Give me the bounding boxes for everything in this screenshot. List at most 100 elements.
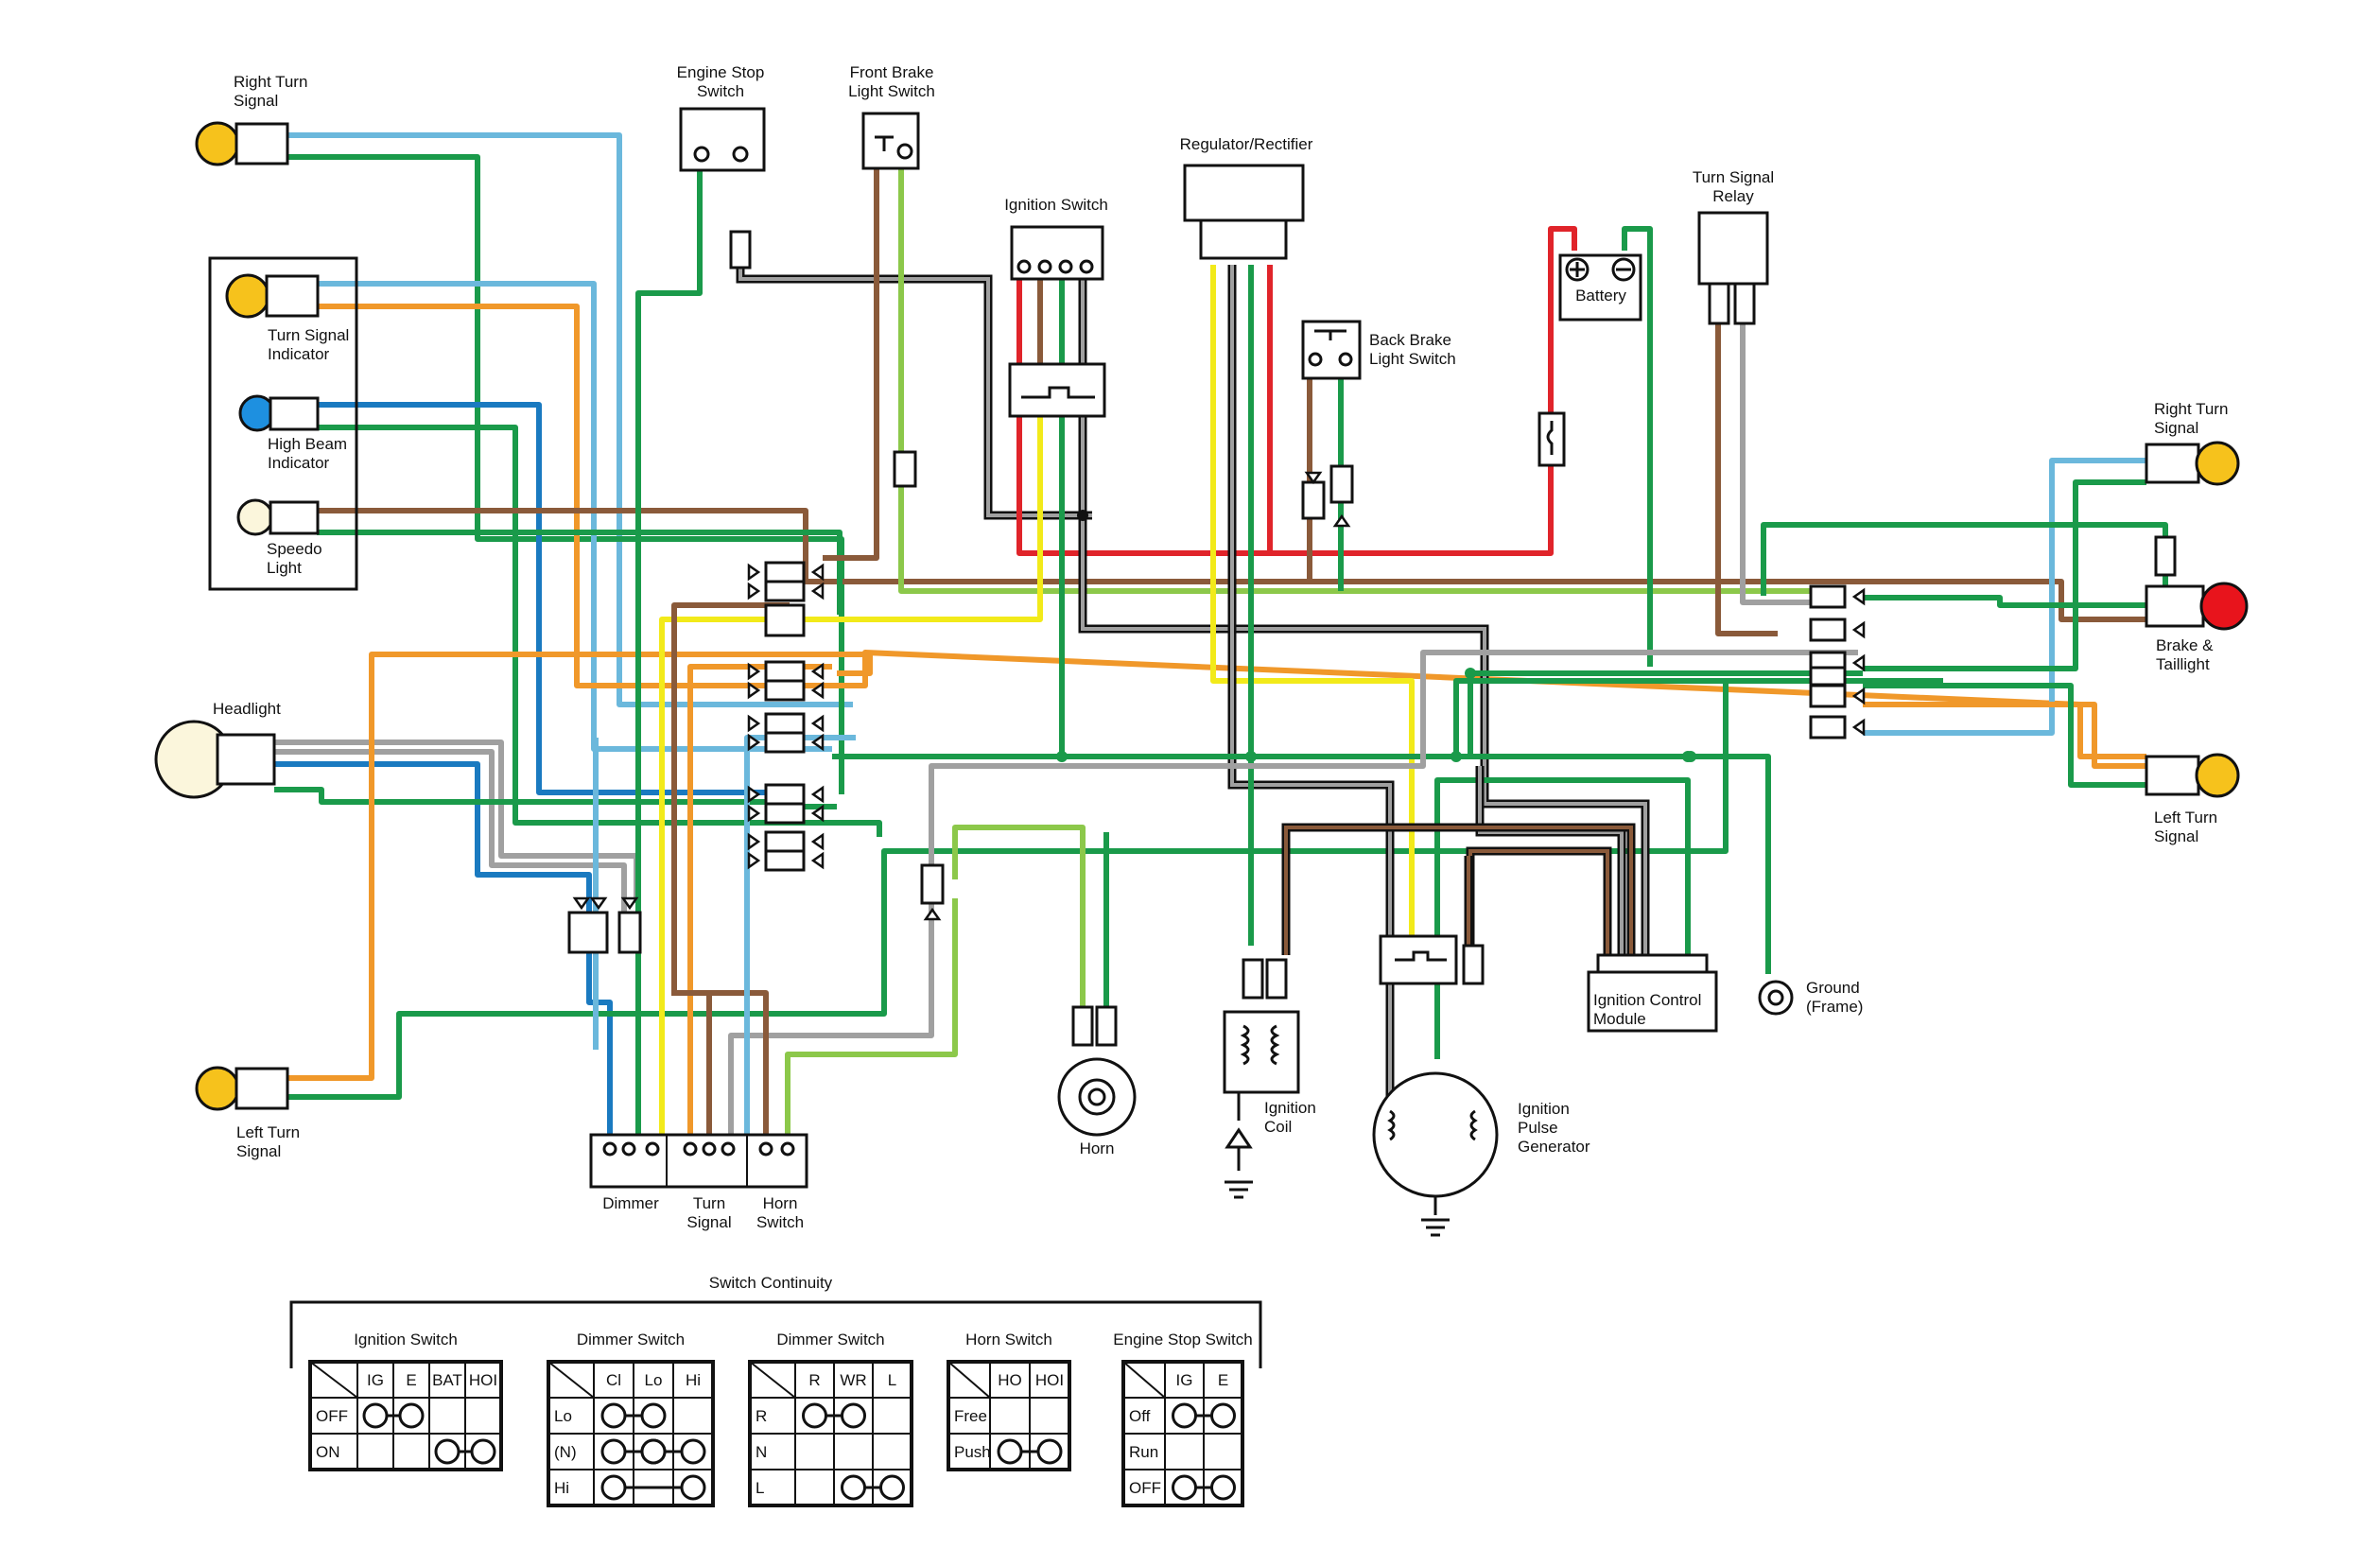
wire-speedo-green (317, 530, 843, 615)
label-line: Turn (693, 1194, 725, 1212)
wire-gray-horn (929, 723, 1426, 965)
row-label: Run (1129, 1443, 1158, 1461)
speedo-light-bulb (236, 498, 274, 536)
pin-icon (1851, 718, 1866, 737)
switch-contact-icon (1314, 329, 1346, 340)
wire-reg-yellow (1210, 265, 1415, 983)
pin-icon (810, 563, 825, 582)
brake-taillight-bulb (2199, 582, 2249, 631)
corner-diagonal (547, 1361, 595, 1399)
left-turn-signal-bulb-right (2195, 753, 2240, 798)
continuity-node-icon (600, 1474, 627, 1501)
continuity-node-icon (640, 1402, 667, 1429)
pin-icon (810, 714, 825, 733)
regulator-connector (1199, 218, 1288, 260)
pin-icon (1851, 687, 1866, 705)
junction-dot (1245, 751, 1257, 762)
bulb-socket (265, 274, 320, 318)
plus-icon (1570, 262, 1585, 277)
wire-relay-brown (1715, 322, 1778, 636)
pin-icon (1851, 620, 1866, 639)
wire-coil-brown (1281, 823, 1636, 955)
column-header: IG (367, 1371, 384, 1389)
turn-signal-relay-body (1697, 211, 1769, 286)
label-line: Headlight (213, 700, 281, 718)
fuse-icon (1546, 421, 1554, 455)
harness-connector-right (1809, 684, 1847, 708)
wire-icm-black (1475, 766, 1626, 955)
label-line: Left Turn (236, 1123, 300, 1141)
label-line: Light Switch (848, 82, 935, 100)
wire-icm-brown (1466, 846, 1612, 979)
wire-hornsw-lightgreen (785, 898, 958, 1149)
label-line: Ignition (1518, 1100, 1570, 1118)
pin-icon (572, 896, 591, 911)
continuity-node-icon (1172, 1402, 1197, 1429)
front-brake-connector (893, 450, 917, 488)
bulb-socket (2145, 755, 2200, 796)
wire-gray-mid (1420, 650, 1858, 723)
corner-diagonal (947, 1361, 991, 1399)
coil-winding-icon (1240, 1024, 1280, 1066)
pin-icon (1851, 587, 1866, 606)
row-label: OFF (1129, 1479, 1161, 1497)
wire-harness (274, 132, 2168, 1151)
label-brake-taillight: Brake &Taillight (2156, 636, 2214, 673)
continuity-node-icon (640, 1438, 667, 1465)
wire-rrts-lightblue (1863, 458, 2146, 736)
wire-tsi-orange (317, 304, 2146, 759)
continuity-node-icon (841, 1474, 866, 1501)
continuity-node-icon (398, 1402, 425, 1429)
row-label: Off (1129, 1407, 1151, 1425)
bulb-socket (235, 1067, 289, 1110)
ground-frame-inner-icon (1767, 989, 1784, 1006)
label-line: Pulse (1518, 1119, 1558, 1137)
table-title: Ignition Switch (354, 1331, 458, 1348)
pulse-connector (1462, 944, 1485, 985)
harness-connector-right (1809, 618, 1847, 642)
continuity-node-icon (1172, 1474, 1197, 1501)
label-line: Relay (1712, 187, 1754, 205)
label-line: Light (267, 559, 302, 577)
connector (1809, 666, 1847, 687)
pin-icon (810, 832, 825, 851)
pin-icon (1304, 471, 1323, 485)
label-line: Ground (1806, 979, 1860, 997)
terminal-icon (1308, 352, 1323, 367)
wire-lts-green (287, 678, 1943, 1100)
continuity-node-icon (470, 1438, 496, 1465)
pin-icon (747, 733, 761, 752)
junction-dot (1451, 751, 1462, 762)
terminal-icon (1016, 259, 1032, 274)
terminal-icon (1058, 259, 1073, 274)
label-line: Turn Signal (268, 326, 349, 344)
bulb-socket (269, 500, 320, 535)
terminal-icon (758, 1141, 773, 1157)
row-label: Hi (554, 1479, 569, 1497)
continuity-node-icon (841, 1402, 866, 1429)
label-battery: Battery (1575, 287, 1626, 304)
label-line: Signal (686, 1213, 731, 1231)
wire-bus-green-a (1453, 678, 1858, 757)
wire-relay-gray (1740, 322, 1839, 605)
column-header: BAT (432, 1371, 462, 1389)
label-line: Switch (697, 82, 744, 100)
junction-dot-black (1077, 510, 1088, 521)
label-line: Coil (1264, 1118, 1292, 1136)
switch-continuity-title: Switch Continuity (709, 1274, 833, 1292)
ground-icon (1421, 1196, 1450, 1237)
column-header: IG (1176, 1371, 1193, 1389)
label-line: Engine Stop (677, 63, 765, 81)
bulb-icon (195, 121, 240, 166)
wire-rts-green (287, 154, 844, 794)
